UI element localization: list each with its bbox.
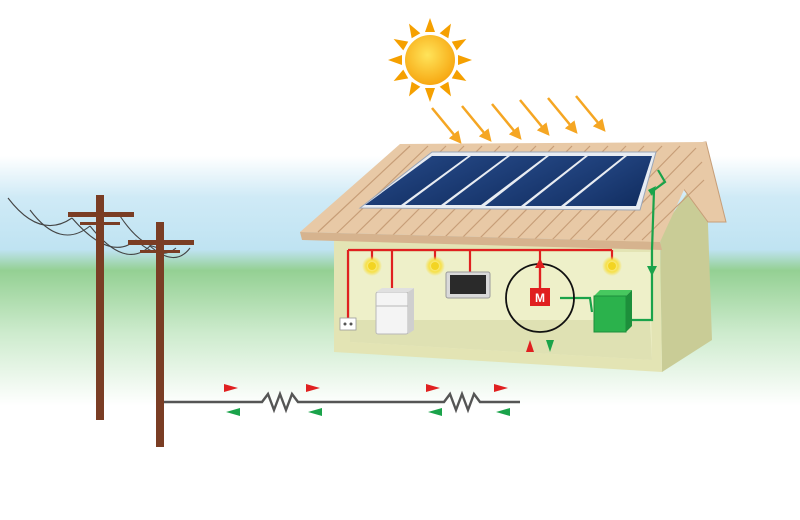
arrow-icon (494, 384, 508, 392)
inverter-icon (593, 290, 632, 333)
sun-icon (388, 18, 472, 102)
arrow-icon (426, 384, 440, 392)
house: M (300, 141, 727, 372)
flow-arrows-import (226, 340, 554, 416)
dc-wiring (560, 169, 667, 322)
arrow-icon (461, 105, 492, 142)
meter-label: M (535, 291, 545, 305)
arrow-icon (519, 99, 550, 136)
arrow-icon (575, 95, 606, 132)
power-outlet-icon (339, 317, 357, 331)
arrow-icon (648, 186, 656, 196)
house-side-wall (660, 166, 712, 372)
arrow-icon (308, 408, 322, 416)
sunlight-arrows (431, 95, 606, 144)
lamp-icon (362, 256, 382, 276)
lamp-icon (602, 256, 622, 276)
arrow-icon (526, 340, 534, 352)
arrow-icon (306, 384, 320, 392)
utility-pole-icon (128, 222, 194, 447)
arrow-icon (647, 266, 657, 276)
arrow-icon (431, 107, 462, 144)
electric-meter-icon: M (505, 258, 575, 333)
flow-arrows-export (224, 340, 534, 392)
utility-pole-icon (68, 195, 134, 420)
arrow-icon (491, 103, 522, 140)
arrow-icon (428, 408, 442, 416)
arrow-icon (224, 384, 238, 392)
arrow-icon (547, 97, 578, 134)
television-icon (445, 271, 491, 299)
arrow-icon (226, 408, 240, 416)
refrigerator-icon (375, 288, 414, 335)
solar-panel-icon (358, 151, 657, 211)
lamp-icon (425, 256, 445, 276)
grid-connection-line (164, 390, 520, 414)
ac-wiring (346, 248, 614, 318)
arrow-icon (546, 340, 554, 352)
arrow-icon (496, 408, 510, 416)
